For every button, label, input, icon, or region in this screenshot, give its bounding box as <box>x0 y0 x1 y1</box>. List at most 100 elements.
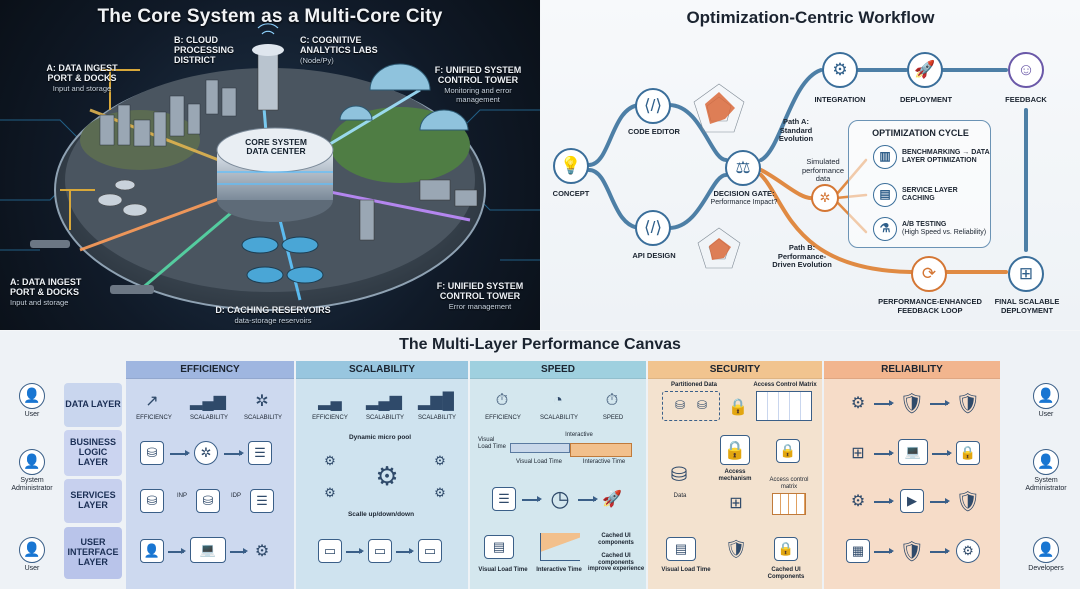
speed-bar-interactive <box>570 443 632 457</box>
speed-bar-load <box>510 443 570 453</box>
rocket-icon: 🚀 <box>602 491 622 508</box>
label-a-bottom-sub: Input and storage <box>10 297 69 307</box>
bar-chart-icon: ▂▆█ <box>418 393 454 410</box>
decision-gate-title: DECISION GATE: <box>713 189 775 198</box>
sec-r4-cached: Cached UI Components <box>767 567 805 580</box>
arrow <box>522 496 542 502</box>
city-panel: The Core System as a Multi-Core City COR… <box>0 0 540 330</box>
label-f-top: F: UNIFIED SYSTEM CONTROL TOWER Monitori… <box>428 65 528 104</box>
admin-icon: 👤 <box>1033 449 1059 475</box>
lock-icon: 🔒 <box>776 439 800 463</box>
gauge-icon: ◔ <box>553 392 563 409</box>
cycle-item-2-sub: (High Speed vs. Reliability) <box>902 229 987 236</box>
cycle-item-ab-testing: ⚗ A/B TESTING(High Speed vs. Reliability… <box>873 217 986 241</box>
network-icon: ✲ <box>255 393 269 410</box>
decision-gate: DECISION GATE: Performance Impact? <box>689 189 799 207</box>
canvas-title: The Multi-Layer Performance Canvas <box>399 336 681 353</box>
api-design-label: API DESIGN <box>632 251 676 260</box>
document-icon: ☰ <box>250 489 274 513</box>
feedback-label: FEEDBACK <box>1005 95 1047 104</box>
speed-r1-label-2: SPEED <box>602 415 624 421</box>
column-reliability-header: RELIABILITY <box>824 361 1000 379</box>
actor-user-left-bottom-label: User <box>24 565 40 572</box>
workflow-panel: Optimization-Centric Workflow 💡 CONCEPT … <box>541 0 1080 330</box>
rocket-icon: 🚀 <box>907 52 943 88</box>
hub-icon: ✲ <box>194 441 218 465</box>
cycle-item-2-label: A/B TESTING <box>902 221 947 229</box>
gear-icon: ⚙ <box>434 453 446 468</box>
actor-user-right: 👤 User <box>1016 383 1076 419</box>
shield-lock-icon: 🛡 <box>724 538 748 559</box>
lock-icon: 🔒 <box>774 537 798 561</box>
gear-icon: ⚙ <box>324 453 336 468</box>
arrow <box>578 496 598 502</box>
label-f-bottom-sub: Error management <box>448 301 512 311</box>
column-speed-header: SPEED <box>470 361 646 379</box>
bar-chart-icon: ▂▄ <box>318 393 342 410</box>
document-icon: ☰ <box>248 441 272 465</box>
gear-icon: ⚙ <box>254 543 270 560</box>
gear-icon: ⚙ <box>822 52 858 88</box>
server-icon: ▤ <box>873 183 897 207</box>
actor-sysadmin-right: 👤 System Administrator <box>1016 449 1076 492</box>
partitioned-data-box <box>662 391 720 421</box>
shield-check-icon: 🛡 <box>955 490 981 513</box>
database-icon: ⛁ <box>670 463 688 486</box>
hierarchy-icon: ⊞ <box>1008 256 1044 292</box>
user-icon: 👤 <box>1033 383 1059 409</box>
code-editor-icon: ⟨/⟩ <box>635 88 671 124</box>
actor-sysadmin-left-label: System Administrator <box>11 477 53 492</box>
arrow <box>396 548 414 554</box>
decision-gate-sub: Performance Impact? <box>710 198 778 206</box>
arrow <box>874 548 894 554</box>
bar-chart-icon: ▥ <box>873 145 897 169</box>
arrow <box>170 450 190 456</box>
sec-r2-data: Data <box>673 493 687 499</box>
sec-r2-mechanism: Access mechanism <box>718 469 752 482</box>
arrow <box>930 498 950 504</box>
speed-r1-label-0: EFFICIENCY <box>485 415 521 421</box>
balance-scale-icon: ⚖ <box>725 150 761 186</box>
actor-sysadmin-left: 👤 System Administrator <box>2 449 62 492</box>
laptop-icon: 💻 <box>190 537 226 563</box>
performance-canvas-panel: The Multi-Layer Performance Canvas EFFIC… <box>0 331 1080 589</box>
actor-user-left-top: 👤 User <box>2 383 62 419</box>
access-matrix-grid <box>756 391 812 421</box>
shield-check-icon: 🛡 <box>899 392 925 415</box>
developer-icon: 👤 <box>1033 537 1059 563</box>
lock-icon: 🔒 <box>728 399 748 416</box>
column-efficiency-header: EFFICIENCY <box>126 361 294 379</box>
path-a-label: Path A: Standard Evolution <box>778 117 814 144</box>
optimization-cycle-title: OPTIMIZATION CYCLE <box>872 128 969 138</box>
clock-icon: ◷ <box>550 486 570 511</box>
eff-r3-idp: IDP <box>230 493 241 499</box>
flask-icon: ⚗ <box>873 217 897 241</box>
scal-r1-label-2: SCALABILITY <box>417 415 456 421</box>
lock-icon: 🔒 <box>956 441 980 465</box>
actor-user-right-label: User <box>1038 411 1054 418</box>
arrow <box>874 400 894 406</box>
cycle-item-0-label: BENCHMARKING → DATA LAYER OPTIMIZATION <box>902 149 990 164</box>
simulated-data-label: Simulated performance data <box>801 157 845 184</box>
sec-r4-visual: Visual Load Time <box>661 567 711 573</box>
integration-label: INTEGRATION <box>814 95 866 104</box>
final-deployment-label: FINAL SCALABLE DEPLOYMENT <box>994 297 1060 315</box>
browser-icon: ▤ <box>484 535 514 559</box>
label-d: D: CACHING RESERVOIRS data-storage reser… <box>208 305 338 325</box>
database-icon: ⛁ <box>140 441 164 465</box>
user-icon: 👤 <box>19 537 45 563</box>
label-c-sub: (Node/Py) <box>300 55 334 65</box>
scal-r1-label-1: SCALABILITY <box>365 415 404 421</box>
label-a-top-title: A: DATA INGEST PORT & DOCKS <box>46 63 118 83</box>
arrow <box>930 400 950 406</box>
path-b-label: Path B: Performance-Driven Evolution <box>772 243 832 270</box>
column-scalability-header: SCALABILITY <box>296 361 468 379</box>
window-icon: ▭ <box>368 539 392 563</box>
row-services-layer: SERVICES LAYER <box>64 479 122 523</box>
row-user-interface-layer: USER INTERFACE LAYER <box>64 527 122 579</box>
sec-r2-access-matrix: Access control matrix <box>769 477 809 490</box>
arrow <box>930 548 950 554</box>
optimization-cycle-box: OPTIMIZATION CYCLE ▥ BENCHMARKING → DATA… <box>848 120 991 248</box>
bar-chart-icon: ▂▄▆ <box>190 393 226 410</box>
